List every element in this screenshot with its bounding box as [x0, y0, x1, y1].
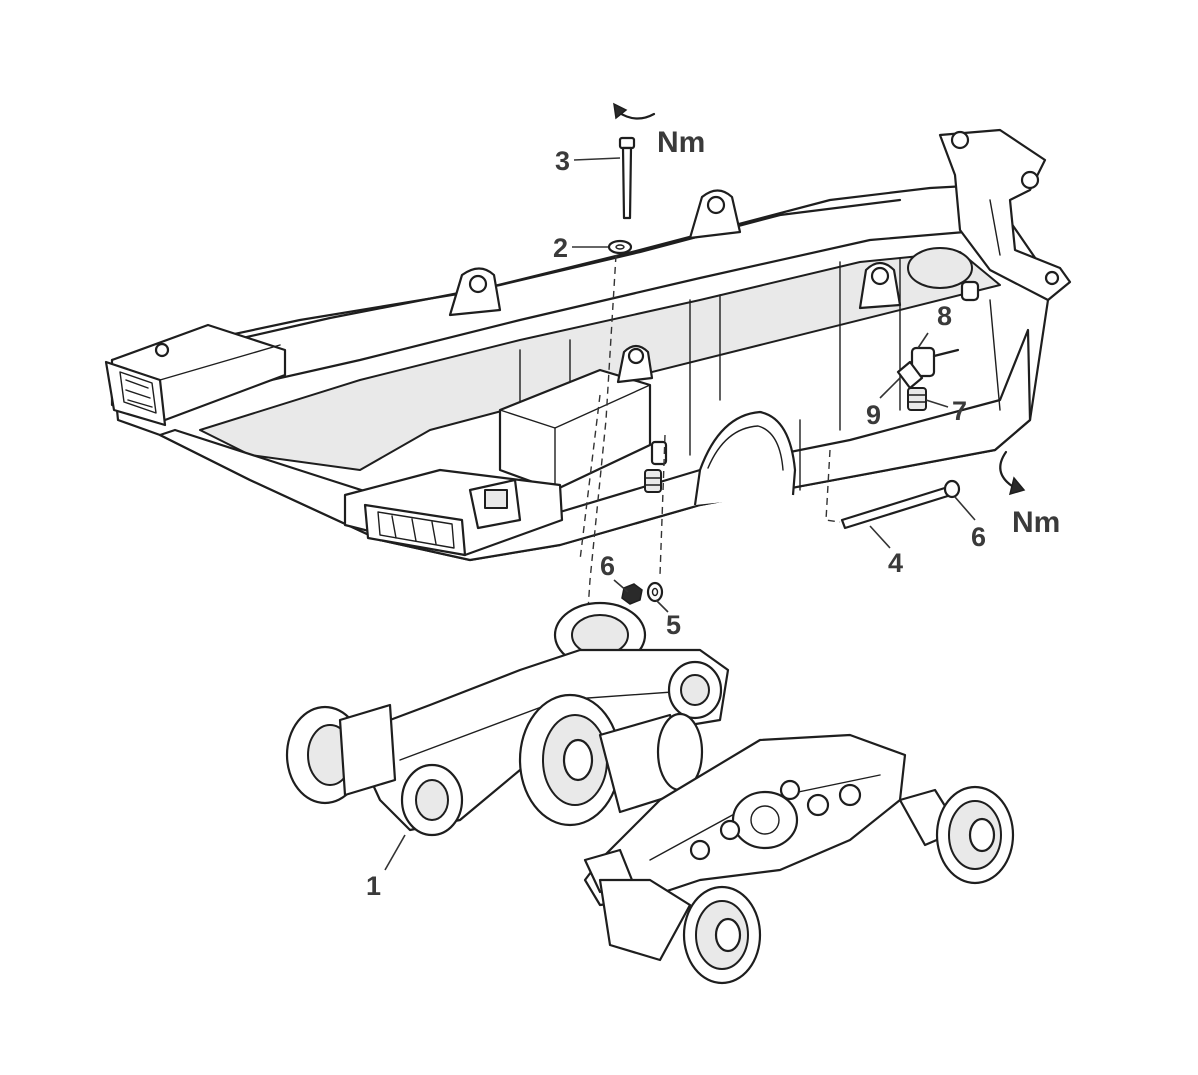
callout-6-right: 6	[971, 522, 986, 552]
bogie-assembly	[285, 601, 1015, 985]
torque-unit-top: Nm	[657, 126, 705, 159]
callout-9: 9	[866, 400, 881, 430]
part-5-washer	[646, 581, 664, 603]
part-3-bolt-head	[618, 136, 636, 150]
part-6-nut-left	[621, 583, 643, 605]
part-3-bolt-shank	[621, 146, 633, 220]
callout-5: 5	[666, 610, 681, 640]
part-4-pin	[840, 485, 953, 530]
part-7-bushing	[907, 387, 927, 411]
tighten-arrow-icon	[999, 450, 1026, 496]
callout-8: 8	[937, 301, 952, 331]
callout-2: 2	[553, 233, 568, 263]
torque-unit-right: Nm	[1012, 506, 1060, 539]
callout-6-left: 6	[600, 551, 615, 581]
front-counterweight-box	[343, 468, 564, 557]
callout-1: 1	[366, 871, 381, 901]
leader-lines	[384, 157, 976, 871]
pivot-fasteners	[621, 581, 664, 605]
part-8-pin	[910, 346, 936, 378]
bolt-assembly	[607, 136, 636, 255]
lifting-eyes	[448, 189, 902, 384]
callout-7: 7	[952, 396, 967, 426]
part-2-washer	[607, 239, 633, 255]
pin-assembly	[840, 479, 961, 530]
part-9-clip	[896, 360, 924, 390]
callout-3: 3	[555, 146, 570, 176]
part-6-nut-right	[943, 479, 961, 499]
left-counterweight-box	[104, 323, 287, 427]
callout-labels: Nm Nm 3 2 8 9 7 6 4 6 5 1	[366, 126, 1060, 901]
callout-4: 4	[888, 548, 903, 578]
clamp-parts	[644, 346, 960, 493]
rear-bracket	[907, 128, 1072, 302]
tighten-arrow-icon	[613, 102, 656, 120]
